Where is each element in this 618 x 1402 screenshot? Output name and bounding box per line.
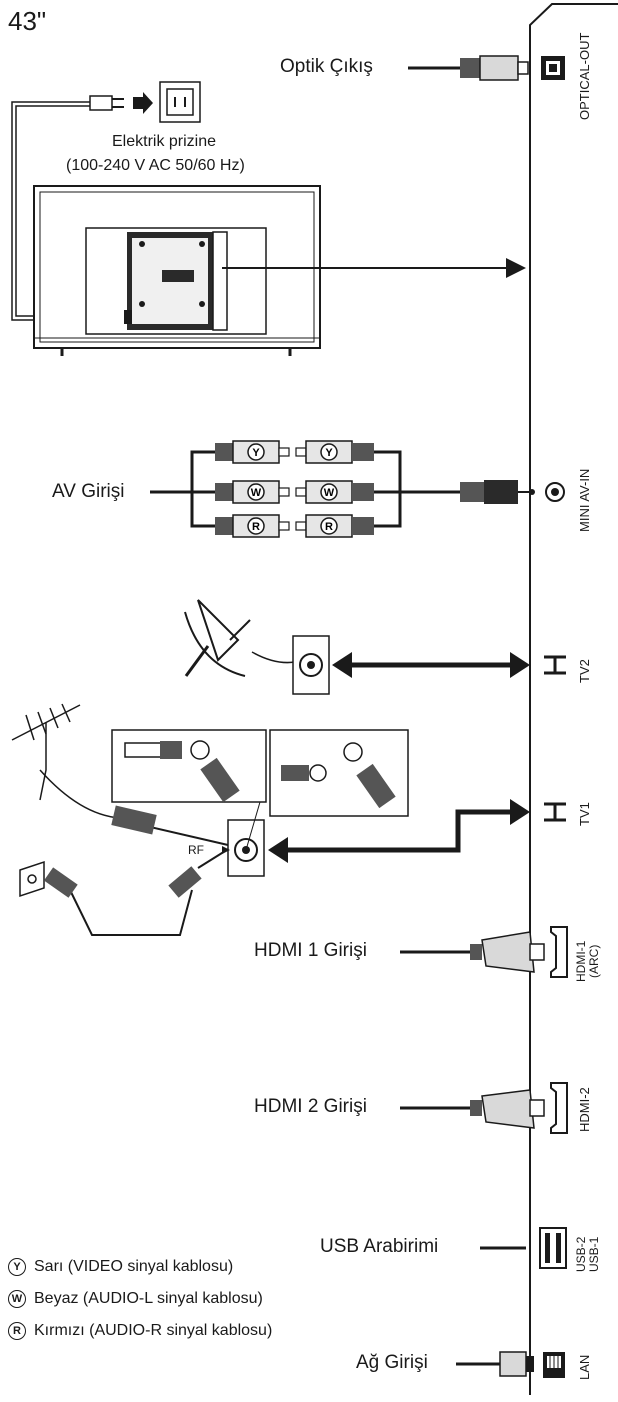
hdmi1-input-label: HDMI 1 Girişi xyxy=(254,940,367,961)
rca-letter: R xyxy=(325,521,333,533)
tv1-port-icon xyxy=(544,802,566,822)
rca-letter: Y xyxy=(325,447,333,459)
aerial-antenna-icon xyxy=(11,703,229,846)
tv1-bidirectional-arrow xyxy=(268,799,530,863)
hdmi1-port-line2: (ARC) xyxy=(587,944,601,978)
lan-cable xyxy=(456,1351,534,1377)
legend-symbol: R xyxy=(8,1322,26,1340)
legend-text: Beyaz (AUDIO-L sinyal kablosu) xyxy=(34,1290,263,1308)
wall-outlet-icon xyxy=(159,81,201,123)
rca-plug-right-R: R xyxy=(295,514,374,538)
av-input-label: AV Girişi xyxy=(52,481,125,502)
tv2-bidirectional-arrow xyxy=(332,652,530,678)
rca-letter: W xyxy=(324,487,335,499)
hdmi1-port-icon xyxy=(550,926,568,978)
legend-item: Y Sarı (VIDEO sinyal kablosu) xyxy=(8,1258,233,1276)
optical-out-port-label: OPTICAL-OUT xyxy=(577,32,592,120)
hdmi2-input-label: HDMI 2 Girişi xyxy=(254,1096,367,1117)
hdmi1-port-label: HDMI-1 (ARC) xyxy=(574,941,601,982)
optical-out-label: Optik Çıkış xyxy=(280,56,373,77)
rca-plug-right-Y: Y xyxy=(295,440,374,464)
mini-av-in-port-label: MINI AV-IN xyxy=(577,468,592,532)
rca-letter: W xyxy=(251,487,262,499)
av-cable-bundle xyxy=(150,450,535,528)
power-outlet-label: Elektrik prizine xyxy=(112,133,217,150)
hdmi2-port-icon xyxy=(550,1082,568,1134)
rca-plug-right-W: W xyxy=(295,480,374,504)
power-spec-label: (100-240 V AC 50/60 Hz) xyxy=(66,157,245,174)
legend-text: Kırmızı (AUDIO-R sinyal kablosu) xyxy=(34,1322,273,1340)
page-title: 43" xyxy=(8,6,47,36)
usb1-port-line: USB-1 xyxy=(587,1236,601,1272)
rca-plug-left-R: R xyxy=(215,514,290,538)
hdmi2-port-label: HDMI-2 xyxy=(577,1087,592,1132)
usb-interface-label: USB Arabirimi xyxy=(320,1236,439,1257)
lan-port-label: LAN xyxy=(577,1354,592,1380)
hdmi1-cable xyxy=(400,931,545,973)
tv2-port-label: TV2 xyxy=(577,659,592,683)
usb-port-icon xyxy=(539,1227,567,1269)
tv2-antenna-socket-icon xyxy=(292,635,330,695)
tv1-port-label: TV1 xyxy=(577,802,592,826)
rca-letter: Y xyxy=(252,447,260,459)
tv2-port-icon xyxy=(544,655,566,675)
legend-item: R Kırmızı (AUDIO-R sinyal kablosu) xyxy=(8,1322,272,1340)
wall-antenna-socket-icon xyxy=(19,847,231,936)
legend-item: W Beyaz (AUDIO-L sinyal kablosu) xyxy=(8,1290,263,1308)
rf-label: RF xyxy=(188,843,204,857)
lan-port-icon xyxy=(543,1352,565,1378)
rca-plug-left-Y: Y xyxy=(215,440,290,464)
lan-input-label: Ağ Girişi xyxy=(356,1352,428,1373)
legend-symbol: Y xyxy=(8,1258,26,1276)
usb-port-label: USB-2 USB-1 xyxy=(574,1236,601,1272)
mini-av-port-icon xyxy=(545,482,565,502)
rf-connection-detail xyxy=(111,729,409,877)
rca-letter: R xyxy=(252,521,260,533)
tv-back-illustration xyxy=(33,185,526,356)
rca-plug-left-W: W xyxy=(215,480,290,504)
optical-cable xyxy=(408,55,529,81)
legend-text: Sarı (VIDEO sinyal kablosu) xyxy=(34,1258,234,1276)
hdmi2-cable xyxy=(400,1089,545,1129)
legend-symbol: W xyxy=(8,1290,26,1308)
tv-side-panel xyxy=(529,3,618,1395)
optical-port-icon xyxy=(541,56,565,80)
satellite-dish-icon xyxy=(184,599,296,677)
